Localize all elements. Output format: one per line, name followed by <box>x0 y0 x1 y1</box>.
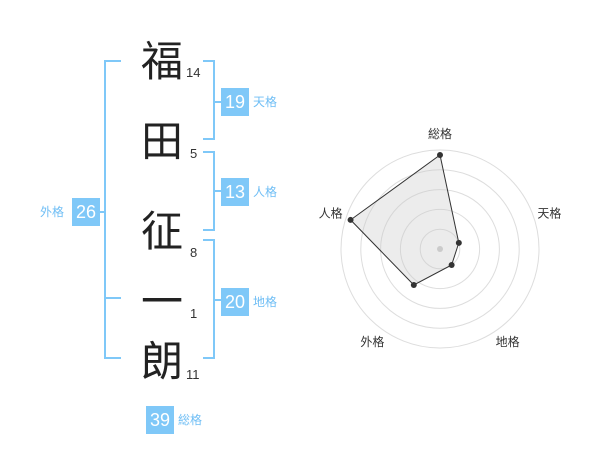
ten-bracket-line <box>213 60 215 140</box>
jin-bracket-line <box>213 151 215 231</box>
radar-point-2 <box>455 239 462 246</box>
jin-bracket-bottom <box>203 229 215 231</box>
stroke-count-3: 8 <box>190 245 198 260</box>
ten-bracket-bottom <box>203 138 215 140</box>
chi-kaku-label: 地格 <box>253 295 278 309</box>
radar-polygon-group <box>349 154 460 286</box>
ten-kaku-label: 天格 <box>253 95 278 109</box>
radar-axis-label-2: 天格 <box>537 206 561 221</box>
ten-bracket-tick <box>215 101 221 103</box>
radar-axis-label-5: 人格 <box>319 206 343 221</box>
name-char-3: 征 <box>140 207 183 256</box>
jin-bracket-tick <box>215 190 221 192</box>
radar-axis-label-1: 総格 <box>428 126 452 141</box>
stroke-count-1: 14 <box>186 65 201 80</box>
ten-kaku-value: 19 <box>221 88 249 116</box>
chi-bracket-top <box>203 239 215 241</box>
radar-ring-1 <box>419 228 461 270</box>
stroke-count-5: 11 <box>186 367 200 382</box>
radar-ring-4 <box>360 169 520 329</box>
outer-bracket-divider <box>104 297 121 299</box>
name-char-4: 一 <box>140 277 183 326</box>
name-char-5: 朗 <box>140 337 183 386</box>
radar-point-3 <box>448 262 455 269</box>
outer-bracket-top <box>104 60 121 62</box>
gai-kaku-label: 外格 <box>40 205 65 219</box>
ten-bracket-top <box>203 60 215 62</box>
chi-bracket-bottom <box>203 357 215 359</box>
name-char-2: 田 <box>140 117 183 166</box>
sou-kaku-label: 総格 <box>178 413 203 427</box>
chi-kaku-value: 20 <box>221 288 249 316</box>
radar-polygon <box>349 154 460 286</box>
radar-axis-label-3: 地格 <box>496 334 520 349</box>
stroke-count-2: 5 <box>190 146 198 161</box>
radar-point-4 <box>410 282 417 289</box>
outer-bracket-bottom <box>104 357 121 359</box>
name-char-1: 福 <box>140 37 183 86</box>
gai-kaku-value: 26 <box>72 198 100 226</box>
radar-ring-2 <box>399 208 481 290</box>
radar-point-1 <box>437 151 443 158</box>
radar-points <box>347 151 462 289</box>
radar-center-dot <box>437 246 443 252</box>
radar-point-5 <box>347 216 354 223</box>
chi-bracket-tick <box>215 299 221 301</box>
radar-axis-label-4: 外格 <box>360 334 384 349</box>
radar-rings <box>340 149 540 349</box>
jin-kaku-label: 人格 <box>253 185 278 199</box>
radar-ring-3 <box>380 189 500 309</box>
jin-bracket-top <box>203 151 215 153</box>
outer-bracket-line <box>104 60 106 359</box>
stroke-count-4: 1 <box>190 306 198 321</box>
chi-bracket-line <box>213 239 215 359</box>
sou-kaku-value: 39 <box>146 406 174 434</box>
radar-ring-5 <box>340 149 540 349</box>
jin-kaku-value: 13 <box>221 178 249 206</box>
